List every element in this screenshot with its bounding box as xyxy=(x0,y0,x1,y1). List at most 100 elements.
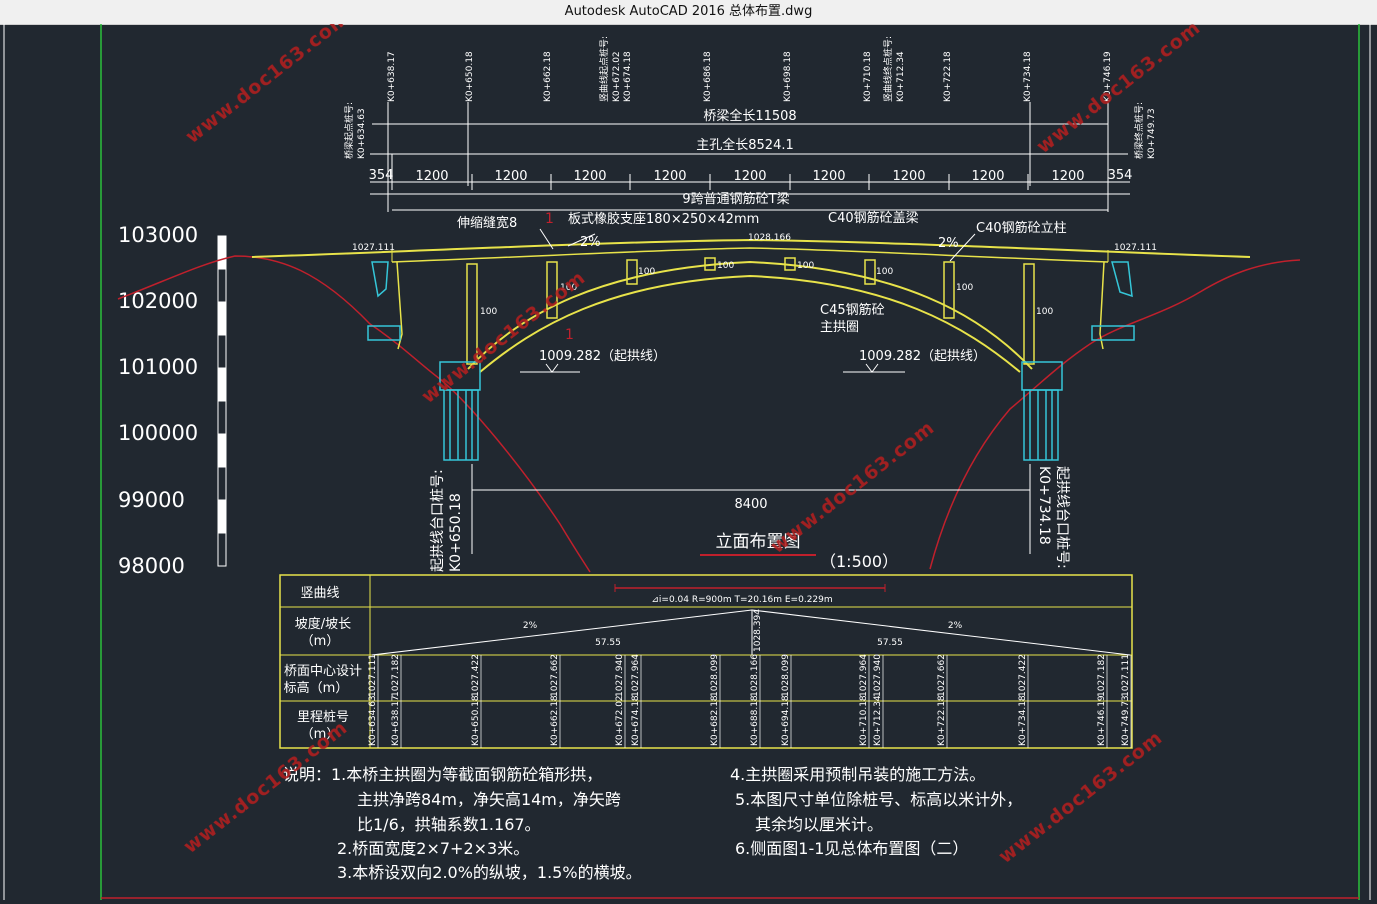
watermark-text: www.doc163.com xyxy=(182,24,354,148)
station-label: K0+722.18 xyxy=(943,51,953,102)
main-span-label: 主孔全长8524.1 xyxy=(696,137,794,153)
notes: 说明：1.本桥主拱圈为等截面钢筋砼箱形拱， 主拱净跨84m，净矢高14m，净矢跨… xyxy=(283,765,1022,882)
note-line: 6.侧面图1-1见总体布置图（二） xyxy=(735,839,968,858)
length-left: 57.55 xyxy=(595,638,621,648)
span-ticks xyxy=(391,174,1109,190)
scale-label: 99000 xyxy=(118,488,185,512)
scale-label: 103000 xyxy=(118,223,198,247)
bridge-deck xyxy=(251,238,1251,263)
column-label: C40钢筋砼立柱 xyxy=(976,220,1067,236)
table-elevation-cell: 1027.182 xyxy=(1097,654,1107,697)
table-station-cell: K0+650.18 xyxy=(471,695,481,746)
arch-label-1: C45钢筋砼 xyxy=(820,302,885,318)
table-elevation-cell: 1027.111 xyxy=(1121,654,1131,697)
top-stations: K0+638.17 K0+650.18 K0+662.18 K0+674.18 … xyxy=(343,36,1157,159)
table-row-label: （m） xyxy=(301,727,340,742)
span-length: 1200 xyxy=(653,169,686,184)
span-length: 1200 xyxy=(415,169,448,184)
drawing-canvas[interactable]: 103000 102000 101000 100000 99000 98000 … xyxy=(0,6,1377,900)
table-elevation-cell: 1027.940 xyxy=(873,654,883,697)
column-height-label: 100 xyxy=(480,307,497,317)
table-station-cell: K0+712.34 xyxy=(873,695,883,746)
table-station-cell: K0+662.18 xyxy=(550,695,560,746)
grade-left: 2% xyxy=(523,621,538,631)
table-station-cell: K0+734.18 xyxy=(1018,695,1028,746)
station-label: K0+710.18 xyxy=(863,51,873,102)
station-label: K0+634.63 xyxy=(357,108,367,159)
table-station-cell: K0+749.73 xyxy=(1121,695,1131,746)
right-springing-station-value: K0+734.18 xyxy=(1036,466,1052,545)
tbeam-label: 9跨普通钢筋砼T梁 xyxy=(682,191,789,207)
station-label: K0+672.02 xyxy=(612,51,622,102)
column-height-label: 100 xyxy=(560,283,577,293)
table-row-label: 桥面中心设计 xyxy=(284,664,362,679)
span-length: 1200 xyxy=(812,169,845,184)
left-springing-station-value: K0+650.18 xyxy=(448,493,464,572)
abutment-right xyxy=(1021,261,1135,461)
note-line: 4.主拱圈采用预制吊装的施工方法。 xyxy=(730,765,985,784)
column-height-label: 100 xyxy=(638,267,655,277)
right-elevation: 1027.111 xyxy=(1114,243,1157,253)
column-height-label: 100 xyxy=(876,267,893,277)
table-elevation-cell: 1028.166 xyxy=(750,654,760,697)
springing-left-label: 1009.282（起拱线） xyxy=(539,349,666,364)
expansion-joint-label: 伸缩缝宽8 xyxy=(457,215,517,231)
note-line: 比1/6，拱轴系数1.167。 xyxy=(357,815,541,834)
table-station-cell: K0+688.18 xyxy=(750,695,760,746)
table-row-label: （m） xyxy=(301,634,340,649)
watermark-text: www.doc163.com xyxy=(767,416,939,557)
column-height-label: 100 xyxy=(797,261,814,271)
grade-right: 2% xyxy=(948,621,963,631)
span-length: 1200 xyxy=(494,169,527,184)
watermarks: www.doc163.com www.doc163.com www.doc163… xyxy=(180,6,1205,867)
station-label: 竖曲线起点桩号: xyxy=(598,36,610,102)
station-label: K0+650.18 xyxy=(465,51,475,102)
crown-elevation: 1028.166 xyxy=(748,233,791,243)
station-label: K0+674.18 xyxy=(623,51,633,102)
note-line: 2.桥面宽度2×7+2×3米。 xyxy=(337,839,529,858)
end-span-right: 354 xyxy=(1108,168,1133,183)
table-row-label: 坡度/坡长 xyxy=(295,616,351,632)
drawing-scale: （1:500） xyxy=(820,552,898,571)
main-arch xyxy=(467,260,1033,373)
table-station-cell: K0+638.17 xyxy=(391,695,401,746)
table-elevation-cell: 1027.182 xyxy=(391,654,401,697)
left-springing-station-label: 起拱线台口桩号: xyxy=(429,469,446,572)
table-station-cell: K0+746.19 xyxy=(1097,695,1107,746)
station-label: 竖曲线终点桩号: xyxy=(882,36,894,102)
end-span-left: 354 xyxy=(369,168,394,183)
table-station-cell: K0+694.18 xyxy=(781,695,791,746)
section-mark: 1 xyxy=(565,327,574,343)
table-elevation-cell: 1028.099 xyxy=(710,654,720,697)
cap-beam-label: C40钢筋砼盖梁 xyxy=(828,210,919,226)
table-elevation-cell: 1027.662 xyxy=(550,654,560,697)
abutment-left xyxy=(367,261,481,461)
station-label: 桥梁起点桩号: xyxy=(343,102,355,159)
column-height-label: 100 xyxy=(717,261,734,271)
table-elevation-cell: 1027.422 xyxy=(1018,654,1028,697)
table-row-label: 竖曲线 xyxy=(300,586,339,601)
station-label: K0+662.18 xyxy=(543,51,553,102)
table-elevation-cell: 1027.964 xyxy=(631,654,641,697)
note-line: 主拱净跨84m，净矢高14m，净矢跨 xyxy=(357,790,621,809)
table-station-cell: K0+722.18 xyxy=(937,695,947,746)
note-line: 5.本图尺寸单位除桩号、标高以米计外， xyxy=(735,790,1022,809)
table-row-label: 里程桩号 xyxy=(297,710,349,725)
scale-label: 101000 xyxy=(118,355,198,379)
station-label: K0+698.18 xyxy=(783,51,793,102)
span-length: 1200 xyxy=(1051,169,1084,184)
slope-left-label: 2% xyxy=(580,235,601,250)
ground-line xyxy=(117,255,1301,573)
scale-label: 100000 xyxy=(118,421,198,445)
springing-right-label: 1009.282（起拱线） xyxy=(859,349,986,364)
window-title: Autodesk AutoCAD 2016 总体布置.dwg xyxy=(0,0,1377,25)
note-line: 3.本桥设双向2.0%的纵坡，1.5%的横坡。 xyxy=(337,863,642,882)
station-label: K0+686.18 xyxy=(703,51,713,102)
arch-span-label: 8400 xyxy=(734,497,767,512)
table-station-cell: K0+682.18 xyxy=(710,695,720,746)
table-elevation-cell: 1027.422 xyxy=(471,654,481,697)
note-line: 其余均以厘米计。 xyxy=(755,815,883,834)
station-label: K0+734.18 xyxy=(1023,51,1033,102)
curve-params: ⊿i=0.04 R=900m T=20.16m E=0.229m xyxy=(651,595,832,605)
station-label: K0+746.19 xyxy=(1103,51,1113,102)
